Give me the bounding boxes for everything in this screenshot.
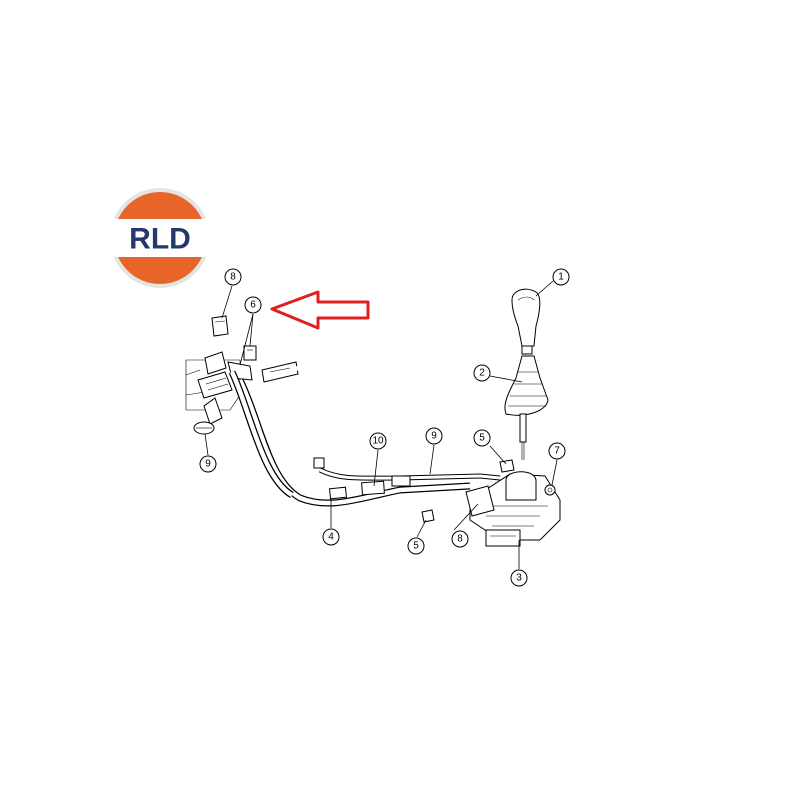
callout-9-right-label: 9 xyxy=(431,431,437,442)
callout-4: 4 xyxy=(322,528,340,546)
callout-10-label: 10 xyxy=(372,436,384,447)
callout-1: 1 xyxy=(552,268,570,286)
callout-2: 2 xyxy=(473,364,491,382)
callout-1-label: 1 xyxy=(558,272,564,283)
callout-5-lower: 5 xyxy=(407,537,425,555)
transmission-linkage xyxy=(185,315,299,435)
callout-7: 7 xyxy=(548,442,566,460)
callout-6: 6 xyxy=(244,296,262,314)
callout-3-label: 3 xyxy=(516,573,522,584)
leader-lines xyxy=(204,280,558,569)
callout-7-label: 7 xyxy=(554,446,560,457)
callout-2-label: 2 xyxy=(479,368,485,379)
callout-9-right: 9 xyxy=(425,427,443,445)
callout-9-left-label: 9 xyxy=(205,459,211,470)
logo-text: RLD xyxy=(129,223,191,256)
logo-band xyxy=(108,219,212,257)
callout-8-left-label: 8 xyxy=(230,272,236,283)
rld-logo: RLD xyxy=(108,188,212,288)
callout-10: 10 xyxy=(369,432,387,450)
callout-6-label: 6 xyxy=(250,300,256,311)
callout-8-right-label: 8 xyxy=(457,534,463,545)
callout-9-left: 9 xyxy=(199,455,217,473)
callout-5-upper: 5 xyxy=(473,429,491,447)
shift-cables xyxy=(228,364,501,507)
callout-5-lower-label: 5 xyxy=(413,541,419,552)
callout-8-right: 8 xyxy=(451,530,469,548)
callout-5-upper-label: 5 xyxy=(479,433,485,444)
shifter-assembly xyxy=(421,288,561,547)
red-arrow xyxy=(270,290,370,330)
callout-8-left: 8 xyxy=(224,268,242,286)
callout-3: 3 xyxy=(510,569,528,587)
callout-4-label: 4 xyxy=(328,532,334,543)
